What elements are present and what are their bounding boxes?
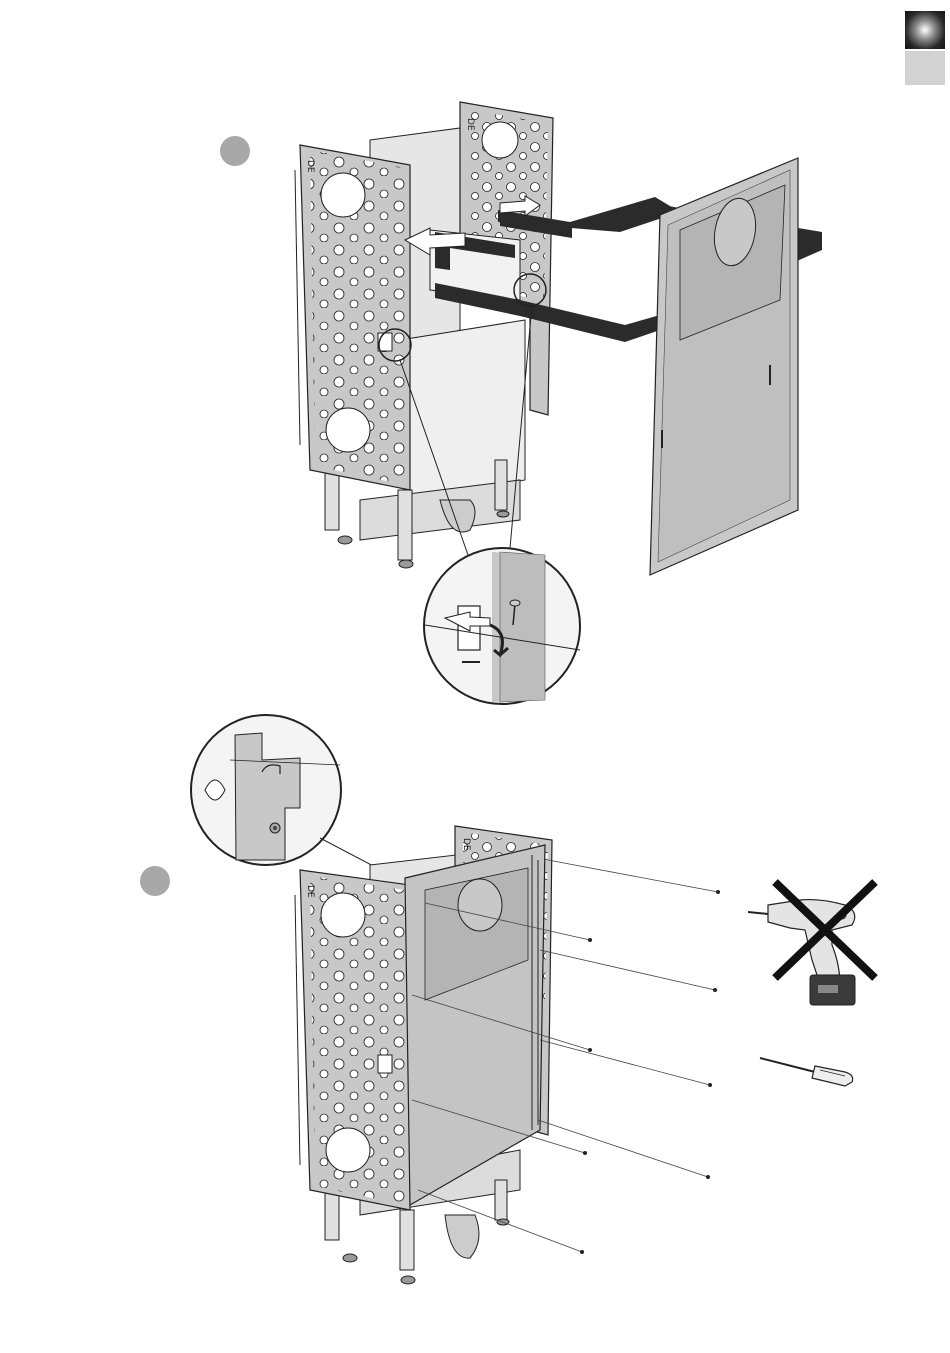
detail-magnifier-2: [191, 715, 341, 865]
front-cover-sheet: [650, 158, 798, 575]
panel-mark: DE: [305, 885, 315, 898]
panel-mark: DE: [465, 118, 475, 131]
screws: [580, 890, 720, 1254]
step-1-illustration: DE DE: [295, 102, 822, 704]
left-side-panel-step2: DE: [295, 870, 410, 1210]
panel-mark: DE: [305, 160, 315, 173]
step-2-illustration: DE DE: [191, 715, 875, 1284]
screwdriver-icon: [760, 1058, 853, 1086]
detail-magnifier-1: [424, 548, 580, 704]
mounted-cover-sheet: [405, 845, 545, 1205]
left-side-panel: DE: [295, 145, 410, 490]
panel-mark: DE: [461, 838, 471, 851]
